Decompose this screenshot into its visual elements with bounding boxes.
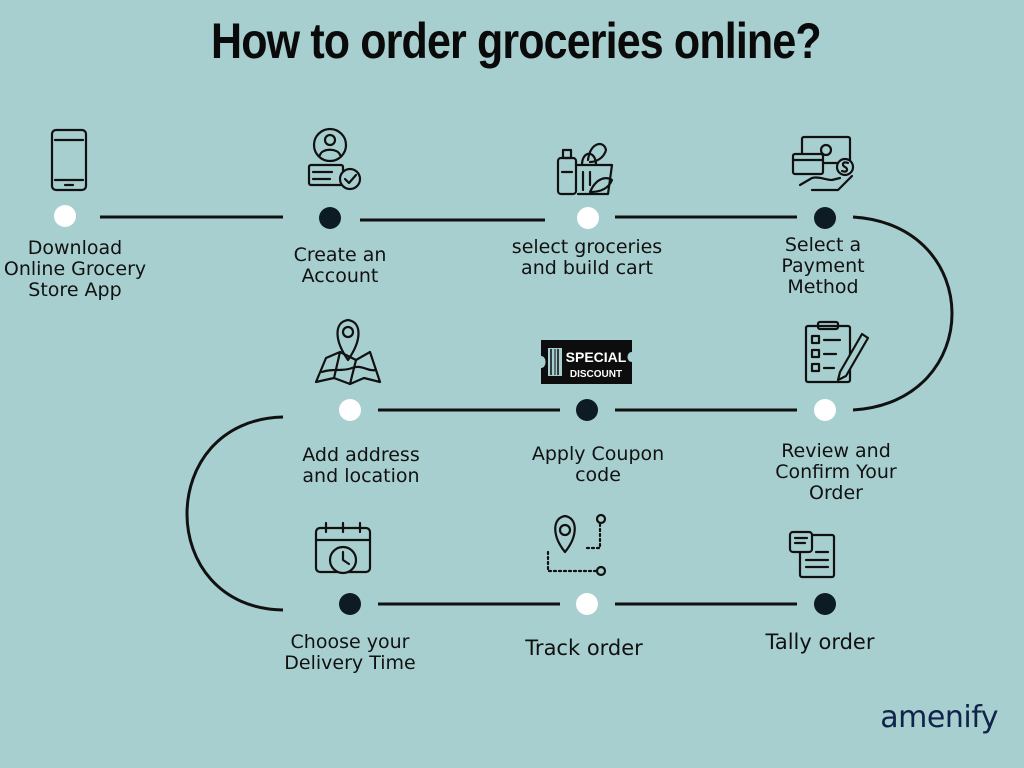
- connector-lines: [100, 215, 954, 612]
- step-label-6: Apply Coupon code: [513, 444, 683, 486]
- step-label-10: Tally order: [735, 632, 905, 653]
- step-dots: [54, 205, 836, 615]
- step-label-line: Confirm Your: [775, 461, 897, 483]
- discount-ticket-icon: SPECIAL DISCOUNT: [541, 340, 632, 384]
- step-dot-8: [339, 593, 361, 615]
- step-label-line: Order: [809, 482, 863, 504]
- step-label-line: and location: [302, 465, 420, 487]
- coupon-text-line2: DISCOUNT: [570, 369, 622, 380]
- coupon-text-line1: SPECIAL: [566, 349, 627, 365]
- step-label-line: Apply Coupon: [531, 443, 665, 465]
- route-tracking-icon: [546, 513, 607, 577]
- step-label-line: Store App: [28, 279, 122, 301]
- step-dot-9: [576, 593, 598, 615]
- step-label-line: Review and: [781, 440, 891, 462]
- step-label-line: Delivery Time: [284, 652, 416, 674]
- page-title: How to order groceries online?: [211, 13, 822, 69]
- step-label-1: Download Online Grocery Store App: [0, 238, 150, 301]
- step-label-line: Method: [787, 276, 859, 298]
- step-label-line: select groceries: [511, 236, 663, 258]
- step-label-line: Track order: [525, 636, 643, 660]
- step-label-7: Add address and location: [276, 445, 446, 487]
- step-label-line: and build cart: [521, 257, 653, 279]
- smartphone-icon: [50, 128, 88, 192]
- connector-curve-right: [852, 215, 954, 412]
- grocery-bag-icon: [556, 142, 614, 196]
- step-label-line: Select a: [784, 234, 862, 256]
- step-dot-4: [814, 207, 836, 229]
- step-label-line: Account: [301, 265, 379, 287]
- brand-logo: amenify: [880, 700, 998, 735]
- step-dot-5: [814, 399, 836, 421]
- payment-icon: [791, 135, 855, 192]
- step-label-line: Add address: [302, 444, 420, 466]
- step-label-line: Payment: [781, 255, 865, 277]
- calendar-clock-icon: [314, 521, 372, 575]
- clipboard-checklist-icon: [804, 320, 870, 384]
- step-dot-10: [814, 593, 836, 615]
- step-dot-7: [339, 399, 361, 421]
- step-dot-2: [319, 207, 341, 229]
- step-dot-6: [576, 399, 598, 421]
- step-label-line: Download: [27, 237, 123, 259]
- map-pin-icon: [314, 318, 382, 386]
- step-dot-3: [577, 207, 599, 229]
- step-label-line: Choose your: [290, 631, 410, 653]
- step-label-4: Select a Payment Method: [748, 235, 898, 298]
- step-label-8: Choose your Delivery Time: [265, 632, 435, 674]
- step-dot-1: [54, 205, 76, 227]
- step-label-9: Track order: [499, 638, 669, 659]
- receipt-icon: [788, 530, 836, 579]
- step-label-line: Online Grocery: [3, 258, 147, 280]
- user-account-icon: [307, 127, 362, 191]
- step-label-line: Tally order: [765, 630, 875, 654]
- step-label-3: select groceries and build cart: [497, 237, 677, 279]
- step-label-5: Review and Confirm Your Order: [751, 441, 921, 504]
- step-label-2: Create an Account: [265, 245, 415, 287]
- step-label-line: Create an: [293, 244, 387, 266]
- step-label-line: code: [575, 464, 621, 486]
- connector-curve-left: [185, 415, 284, 612]
